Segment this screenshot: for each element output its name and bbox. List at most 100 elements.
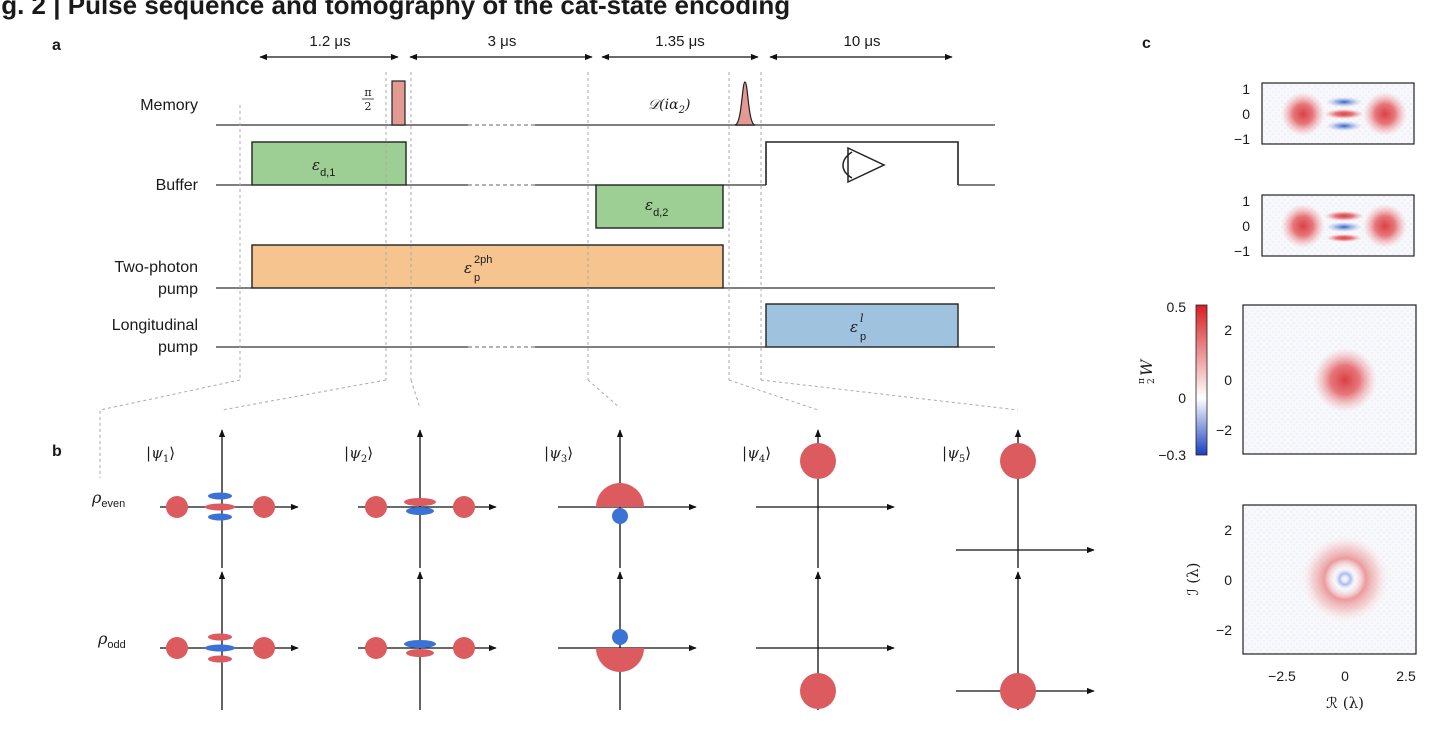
wigner-large-2 [1242, 504, 1417, 655]
buffer-drive-pulse-2 [595, 184, 724, 229]
state-3-odd [596, 629, 644, 672]
colorbar-label-frac-num: π [1137, 378, 1147, 384]
ket-psi-3: ψ [549, 444, 561, 462]
amplifier-icon [842, 146, 886, 184]
panel-label-c: c [1142, 35, 1151, 52]
pi-half-denominator: 2 [365, 100, 372, 113]
rho-odd-sub: odd [107, 639, 125, 651]
displacement-sub: 2 [678, 105, 685, 116]
svg-text:|ψ2⟩: |ψ2⟩ [344, 444, 373, 465]
wigner-3-ytick-top: 2 [1224, 322, 1232, 338]
eps-2ph-sub: p [474, 272, 480, 284]
colorbar-tick-bot: −0.3 [1158, 447, 1186, 463]
svg-text:ρeven: ρeven [91, 488, 125, 510]
wigner-xtick-mid: 0 [1341, 668, 1349, 684]
state-4-even [800, 443, 836, 479]
rho-odd: ρ [97, 629, 108, 648]
wigner-3-ytick-bot: −2 [1216, 422, 1232, 438]
state-1-even [166, 492, 275, 521]
eps-d2-sub: d,2 [653, 207, 668, 219]
wigner-2-ytick-mid: 0 [1242, 218, 1250, 234]
ket-sub-5: 5 [959, 454, 965, 465]
svg-text:εd,2: εd,2 [645, 196, 668, 219]
svg-text:ρodd: ρodd [97, 629, 126, 651]
state-5-odd [1000, 673, 1036, 709]
channel-label-longitudinal: Longitudinal [112, 317, 198, 334]
wigner-1-ytick-bot: −1 [1234, 131, 1250, 147]
state-5-even [1000, 443, 1036, 479]
panel-label-b: b [52, 443, 62, 460]
channel-label-buffer: Buffer [156, 177, 199, 194]
svg-text:|ψ5⟩: |ψ5⟩ [942, 444, 971, 465]
state-2-even [365, 496, 475, 518]
state-1-odd [166, 633, 275, 663]
svg-text:𝒟(iα2): 𝒟(iα2) [648, 97, 690, 116]
panel-label-a: a [52, 37, 61, 54]
channel-baselines [216, 124, 995, 348]
ket-sub-2: 2 [361, 454, 367, 465]
wigner-4-ytick-bot: −2 [1216, 622, 1232, 638]
time-markers [99, 72, 1019, 478]
timing-label-2: 3 μs [488, 33, 517, 50]
wigner-xtick-left: −2.5 [1268, 668, 1296, 684]
displacement-close: ) [684, 97, 690, 113]
ket-sub-1: 1 [163, 454, 169, 465]
eps-long-sup: l [860, 312, 864, 325]
wigner-2-ytick-top: 1 [1242, 193, 1250, 209]
timing-label-4: 10 μs [844, 33, 881, 50]
memory-displacement-pulse [734, 81, 756, 126]
state-3-even [596, 483, 644, 524]
displacement-label: 𝒟(iα [648, 97, 679, 113]
timing-label-1: 1.2 μs [309, 33, 350, 50]
figure-caption: ig. 2 | Pulse sequence and tomography of… [0, 0, 790, 20]
wigner-3-ytick-mid: 0 [1224, 372, 1232, 388]
ket-psi-2: ψ [349, 444, 361, 462]
ket-sub-4: 4 [759, 454, 765, 465]
colorbar-tick-mid: 0 [1178, 390, 1186, 406]
wigner-2-ytick-bot: −1 [1234, 243, 1250, 259]
wigner-small-2 [1261, 194, 1415, 257]
wigner-1-ytick-top: 1 [1242, 81, 1250, 97]
rho-even-sub: even [101, 498, 125, 510]
eps-d1: ε [312, 156, 320, 174]
eps-2ph: ε [464, 259, 472, 277]
wigner-small-1 [1261, 82, 1415, 145]
timing-label-3: 1.35 μs [655, 33, 705, 50]
colorbar-tick-top: 0.5 [1167, 299, 1187, 315]
eps-long: ε [850, 318, 858, 336]
svg-text:εd,1: εd,1 [312, 156, 335, 179]
two-photon-pump-pulse [251, 244, 724, 289]
readout-pulse [765, 141, 959, 185]
wigner-xlabel: ℛ (λ) [1326, 694, 1364, 712]
ket-psi-5: ψ [947, 444, 959, 462]
wigner-4-ytick-mid: 0 [1224, 572, 1232, 588]
eps-2ph-sup: 2ph [474, 254, 492, 266]
svg-text:|ψ4⟩: |ψ4⟩ [742, 444, 771, 465]
eps-d1-sub: d,1 [320, 167, 335, 179]
ket-sub-3: 3 [561, 454, 567, 465]
wigner-4-ytick-top: 2 [1224, 522, 1232, 538]
state-4-odd [800, 673, 836, 709]
state-2-odd [365, 637, 475, 659]
eps-long-sub: p [860, 331, 866, 343]
wigner-1-ytick-mid: 0 [1242, 106, 1250, 122]
wigner-ylabel: ℐ (λ) [1184, 562, 1202, 595]
wigner-xtick-right: 2.5 [1396, 668, 1416, 684]
svg-text:|ψ3⟩: |ψ3⟩ [544, 444, 573, 465]
colorbar-label-var: W [1137, 358, 1156, 376]
channel-label-memory: Memory [140, 97, 198, 114]
channel-label-longitudinal-pump: pump [158, 339, 198, 356]
memory-pi-half-pulse [391, 80, 406, 126]
longitudinal-pump-pulse [765, 303, 959, 348]
wigner-large-1 [1242, 304, 1417, 455]
buffer-drive-pulse-1 [251, 141, 407, 186]
eps-d2: ε [645, 196, 653, 214]
ket-psi-1: ψ [151, 444, 163, 462]
colorbar-label-frac-den: 2 [1147, 378, 1157, 384]
ket-psi-4: ψ [747, 444, 759, 462]
colorbar [1195, 304, 1208, 456]
svg-text:|ψ1⟩: |ψ1⟩ [146, 444, 175, 465]
pi-half-numerator: π [364, 86, 371, 99]
channel-label-two-photon: Two-photon [114, 259, 198, 276]
